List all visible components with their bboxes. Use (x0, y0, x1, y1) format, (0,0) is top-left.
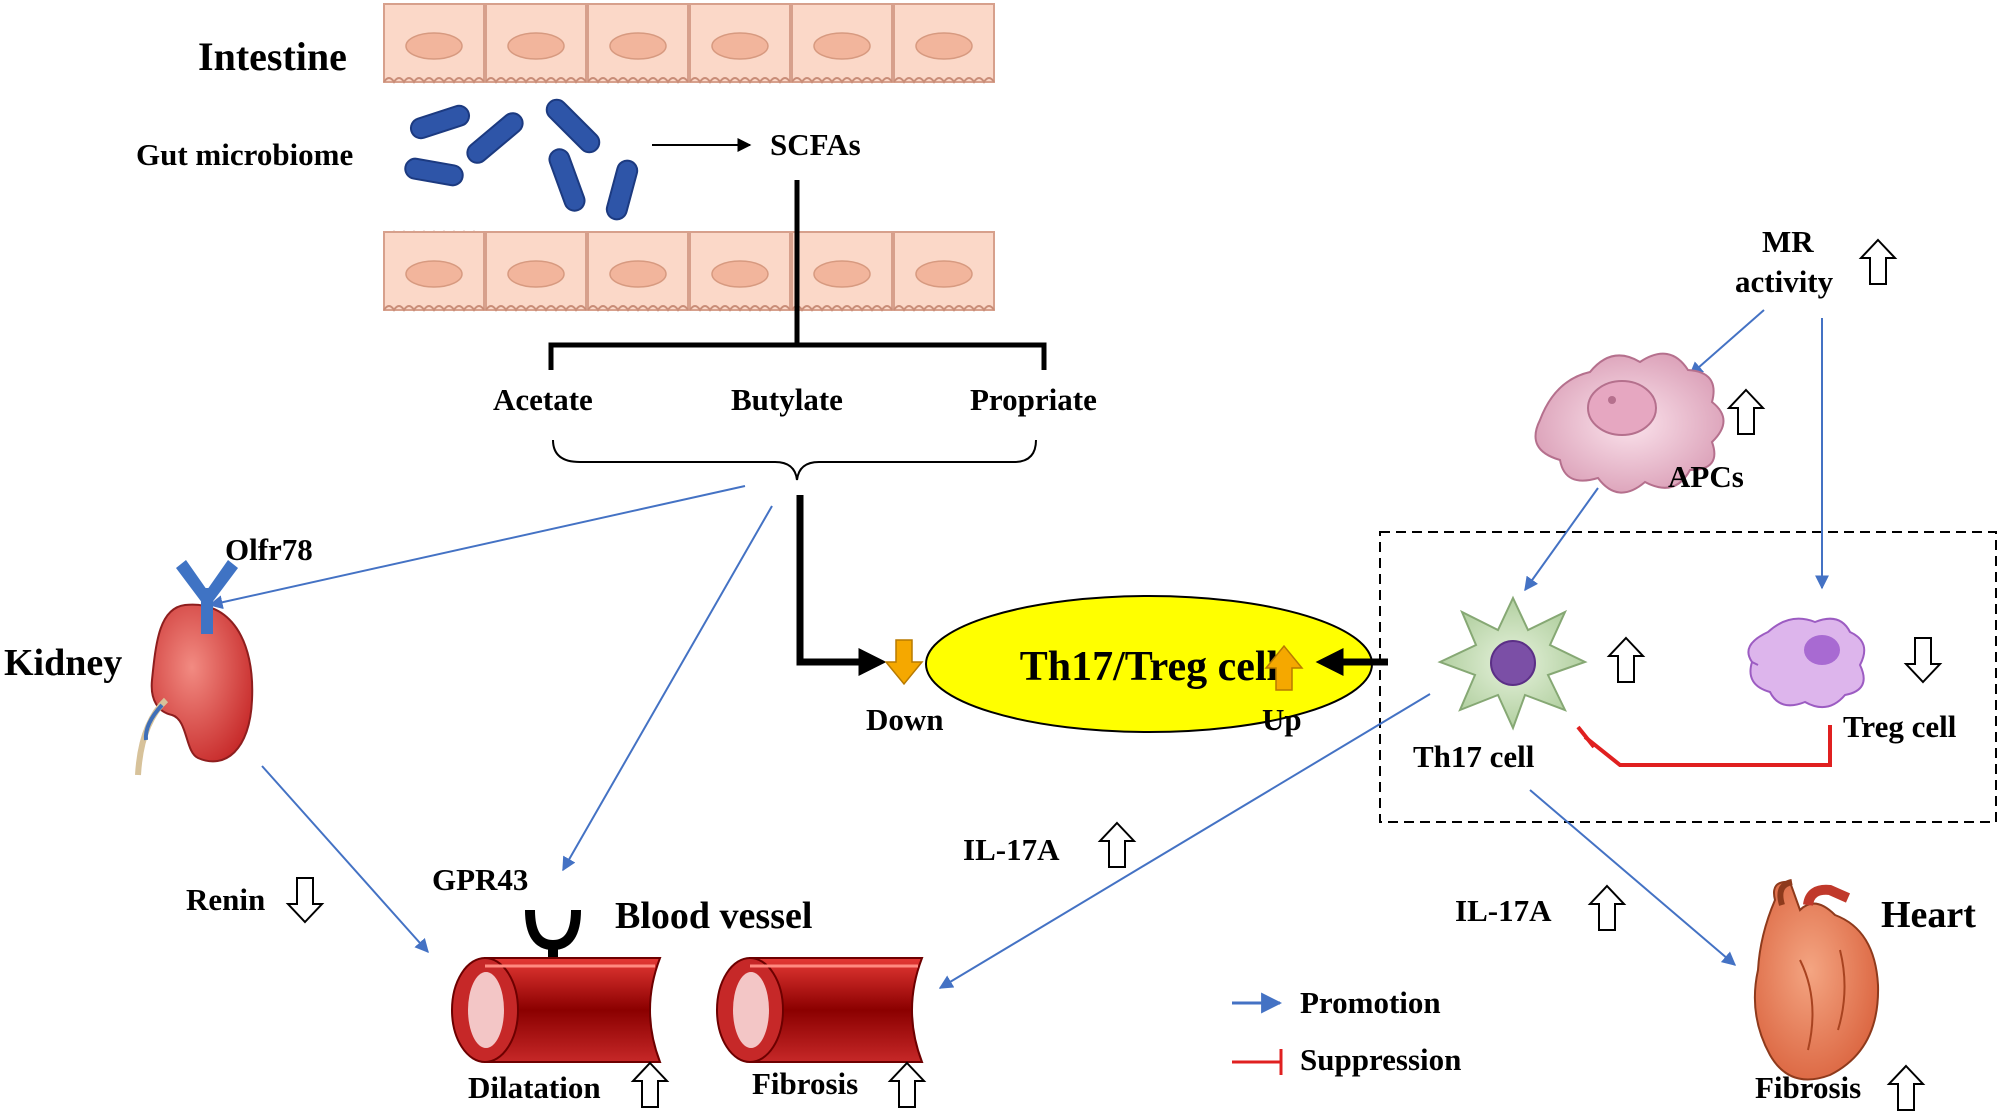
olfr78-label: Olfr78 (225, 532, 313, 567)
fibrosis-vessel-label: Fibrosis (752, 1066, 858, 1101)
th17-treg-label: Th17/Treg cell (1020, 644, 1279, 690)
scfa-brace (552, 439, 1037, 481)
kidney-label: Kidney (4, 642, 122, 684)
down-arrow-icon (884, 639, 924, 686)
legend-suppression-item: Suppression (1232, 1042, 1461, 1077)
mr-label: MR (1762, 224, 1814, 259)
legend-promotion-item: Promotion (1232, 985, 1441, 1020)
kidney-icon (135, 603, 254, 776)
legend-promotion-label: Promotion (1300, 985, 1441, 1020)
butylate-label: Butylate (731, 382, 843, 417)
intestinal-epithelium-bottom-row (383, 231, 995, 311)
th17-cell-label: Th17 cell (1413, 739, 1535, 774)
gut-microbiome-label: Gut microbiome (136, 137, 353, 172)
treg-cell-icon (1747, 617, 1866, 709)
blood-vessel-dilatation-icon (451, 957, 662, 1063)
legend: Promotion Suppression (1232, 985, 1461, 1077)
il17a-vessel-up-arrow-icon (1099, 822, 1135, 868)
acetate-label: Acetate (493, 382, 593, 417)
apcs-up-arrow-icon (1728, 389, 1764, 435)
th17-to-vessel-arrow (938, 693, 1431, 989)
renin-label: Renin (186, 882, 265, 917)
up-label: Up (1262, 702, 1302, 737)
apc-cell-icon (1534, 352, 1725, 494)
th17-treg-ratio-node: Th17/Treg cell (925, 595, 1373, 733)
bacteria-icon (404, 98, 639, 221)
treg-suppresses-th17-line (1576, 725, 1832, 767)
fibrosis-vessel-up-arrow-icon (889, 1062, 925, 1108)
scfas-label: SCFAs (770, 127, 861, 162)
kidney-to-vessel-arrow (261, 765, 429, 954)
scfa-to-kidney-arrow (208, 485, 746, 610)
intestine-label: Intestine (198, 34, 347, 79)
apcs-to-th17-arrow (1524, 487, 1599, 592)
scfa-to-gpr43-arrow (562, 505, 773, 872)
down-label: Down (866, 702, 944, 737)
mr-to-apcs-arrow (1688, 309, 1765, 376)
treg-cell-label: Treg cell (1843, 709, 1957, 744)
il17a-vessel-label: IL-17A (963, 832, 1060, 867)
immune-cell-box (1379, 531, 1997, 823)
il17a-heart-label: IL-17A (1455, 893, 1552, 928)
heart-icon (1753, 879, 1880, 1081)
fibrosis-heart-up-arrow-icon (1888, 1065, 1924, 1111)
blood-vessel-label: Blood vessel (615, 895, 812, 937)
olfr78-receptor-icon (176, 560, 238, 634)
treg-down-arrow-icon (1905, 637, 1941, 683)
th17-cell-icon (1437, 595, 1588, 731)
dilatation-up-arrow-icon (632, 1062, 668, 1108)
th17-to-heart-arrow (1529, 789, 1737, 966)
up-arrow-icon (1264, 644, 1304, 691)
apcs-label: APCs (1668, 459, 1744, 494)
dilatation-label: Dilatation (468, 1070, 601, 1105)
intestinal-epithelium-top-icon (383, 3, 995, 83)
scfa-to-th17treg-arrow (796, 495, 887, 676)
fibrosis-heart-label: Fibrosis (1755, 1070, 1861, 1105)
scfa-branch-lines (548, 180, 1047, 370)
th17-up-arrow-icon (1608, 637, 1644, 683)
propriate-label: Propriate (970, 382, 1097, 417)
gpr43-label: GPR43 (432, 862, 528, 897)
mr-activity-label: activity (1735, 264, 1834, 299)
renin-down-arrow-icon (287, 877, 323, 923)
blood-vessel-fibrosis-icon (716, 957, 924, 1063)
mr-up-arrow-icon (1860, 239, 1896, 285)
legend-suppression-label: Suppression (1300, 1042, 1461, 1077)
heart-label: Heart (1881, 894, 1976, 936)
il17a-heart-up-arrow-icon (1589, 885, 1625, 931)
